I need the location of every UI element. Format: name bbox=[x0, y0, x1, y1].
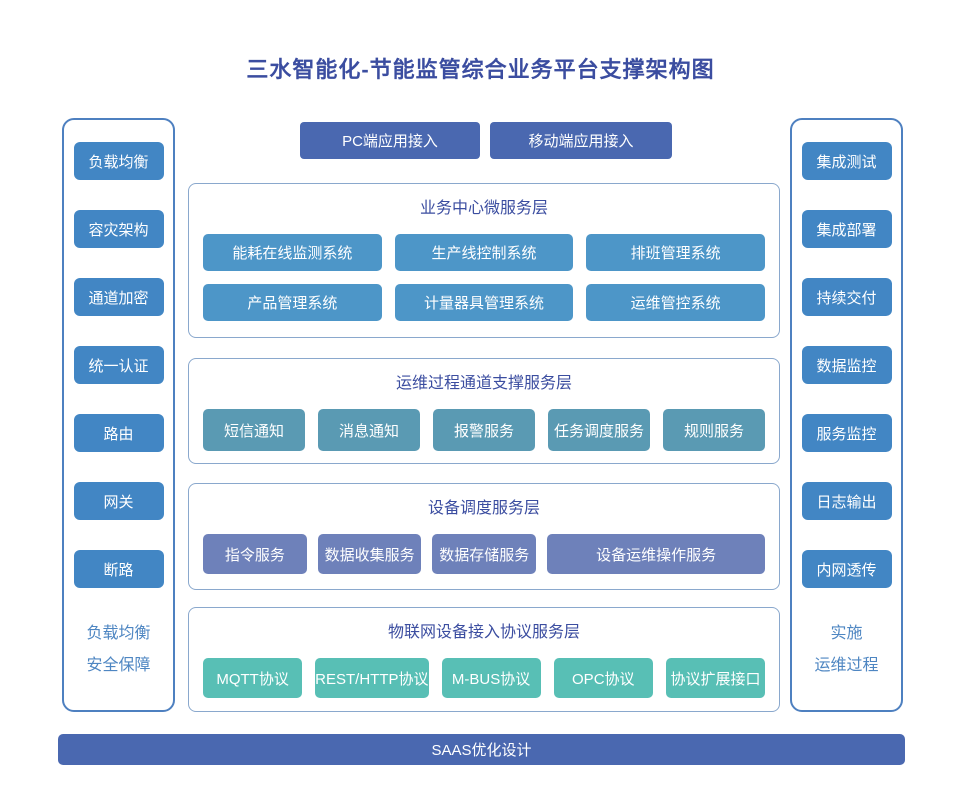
left-panel-caption: 负载均衡 安全保障 bbox=[86, 618, 150, 682]
left-panel-item: 负载均衡 bbox=[73, 142, 164, 180]
layer-business-microservices: 业务中心微服务层 能耗在线监测系统生产线控制系统排班管理系统产品管理系统计量器具… bbox=[188, 183, 780, 338]
page-title: 三水智能化-节能监管综合业务平台支撑架构图 bbox=[246, 57, 715, 82]
left-panel-item: 通道加密 bbox=[73, 278, 164, 316]
left-panel-items: 负载均衡容灾架构通道加密统一认证路由网关断路 bbox=[73, 142, 164, 588]
layer-title: 设备调度服务层 bbox=[427, 500, 540, 517]
layer-chip: M-BUS协议 bbox=[441, 658, 541, 698]
right-panel-item: 服务监控 bbox=[801, 414, 892, 452]
right-panel-item: 集成测试 bbox=[801, 142, 892, 180]
saas-optimization-bar: SAAS优化设计 bbox=[58, 734, 905, 765]
layer-chip: 计量器具管理系统 bbox=[394, 284, 574, 321]
left-panel: 负载均衡容灾架构通道加密统一认证路由网关断路 负载均衡 安全保障 bbox=[62, 118, 175, 712]
layer-chip: OPC协议 bbox=[553, 658, 653, 698]
chip-row: 产品管理系统计量器具管理系统运维管控系统 bbox=[203, 284, 766, 321]
layer-chip: 数据存储服务 bbox=[432, 534, 537, 574]
layer-chip: 协议扩展接口 bbox=[665, 658, 766, 698]
right-panel-items: 集成测试集成部署持续交付数据监控服务监控日志输出内网透传 bbox=[801, 142, 892, 588]
left-panel-item: 网关 bbox=[73, 482, 164, 520]
layer-rows: 短信通知消息通知报警服务任务调度服务规则服务 bbox=[203, 409, 765, 451]
right-panel-caption-line-2: 运维过程 bbox=[814, 657, 879, 674]
left-panel-caption-line-2: 安全保障 bbox=[86, 657, 151, 674]
left-panel-item: 路由 bbox=[73, 414, 164, 452]
layer-chip: 设备运维操作服务 bbox=[547, 534, 765, 574]
right-panel-item: 集成部署 bbox=[801, 210, 892, 248]
layer-chip: 指令服务 bbox=[203, 534, 307, 574]
chip-row: 能耗在线监测系统生产线控制系统排班管理系统 bbox=[203, 234, 766, 271]
right-panel: 集成测试集成部署持续交付数据监控服务监控日志输出内网透传 实施 运维过程 bbox=[790, 118, 903, 712]
left-panel-caption-line-1: 负载均衡 bbox=[86, 625, 151, 642]
layer-chip: 任务调度服务 bbox=[548, 409, 650, 451]
layer-chip: 产品管理系统 bbox=[203, 284, 382, 321]
layer-chip: 排班管理系统 bbox=[586, 234, 766, 271]
layer-chip: 规则服务 bbox=[663, 409, 765, 451]
layer-chip: 数据收集服务 bbox=[317, 534, 422, 574]
right-panel-caption-line-1: 实施 bbox=[830, 625, 863, 642]
chip-row: 指令服务数据收集服务数据存储服务设备运维操作服务 bbox=[203, 534, 765, 574]
layer-chip: REST/HTTP协议 bbox=[315, 658, 429, 698]
layer-chip: 生产线控制系统 bbox=[394, 234, 574, 271]
mobile-app-access-node: 移动端应用接入 bbox=[490, 122, 672, 159]
chip-row: 短信通知消息通知报警服务任务调度服务规则服务 bbox=[203, 409, 765, 451]
left-panel-item: 断路 bbox=[73, 550, 164, 588]
layer-chip: 运维管控系统 bbox=[586, 284, 766, 321]
layer-chip: 短信通知 bbox=[203, 409, 305, 451]
layer-chip: MQTT协议 bbox=[203, 658, 303, 698]
right-panel-caption: 实施 运维过程 bbox=[814, 618, 878, 682]
chip-row: MQTT协议 REST/HTTP协议 M-BUS协议 OPC协议协议扩展接口 bbox=[203, 658, 766, 698]
layer-rows: 能耗在线监测系统生产线控制系统排班管理系统产品管理系统计量器具管理系统运维管控系… bbox=[203, 234, 766, 321]
layer-device-scheduling: 设备调度服务层 指令服务数据收集服务数据存储服务设备运维操作服务 bbox=[188, 483, 780, 590]
layer-chip: 能耗在线监测系统 bbox=[203, 234, 382, 271]
layer-ops-channel-support: 运维过程通道支撑服务层 短信通知消息通知报警服务任务调度服务规则服务 bbox=[188, 358, 780, 464]
layer-chip: 报警服务 bbox=[433, 409, 535, 451]
layer-chip: 消息通知 bbox=[318, 409, 420, 451]
layer-title: 业务中心微服务层 bbox=[419, 200, 548, 217]
pc-app-access-node: PC端应用接入 bbox=[300, 122, 480, 159]
right-panel-item: 日志输出 bbox=[801, 482, 892, 520]
right-panel-item: 数据监控 bbox=[801, 346, 892, 384]
layer-title: 运维过程通道支撑服务层 bbox=[395, 375, 572, 392]
left-panel-item: 容灾架构 bbox=[73, 210, 164, 248]
left-panel-item: 统一认证 bbox=[73, 346, 164, 384]
right-panel-item: 内网透传 bbox=[801, 550, 892, 588]
right-panel-item: 持续交付 bbox=[801, 278, 892, 316]
layer-rows: MQTT协议 REST/HTTP协议 M-BUS协议 OPC协议协议扩展接口 bbox=[203, 658, 766, 698]
layer-title: 物联网设备接入协议服务层 bbox=[387, 624, 580, 641]
layer-iot-protocol-access: 物联网设备接入协议服务层 MQTT协议 REST/HTTP协议 M-BUS协议 OPC… bbox=[188, 607, 780, 712]
layer-rows: 指令服务数据收集服务数据存储服务设备运维操作服务 bbox=[203, 534, 765, 574]
